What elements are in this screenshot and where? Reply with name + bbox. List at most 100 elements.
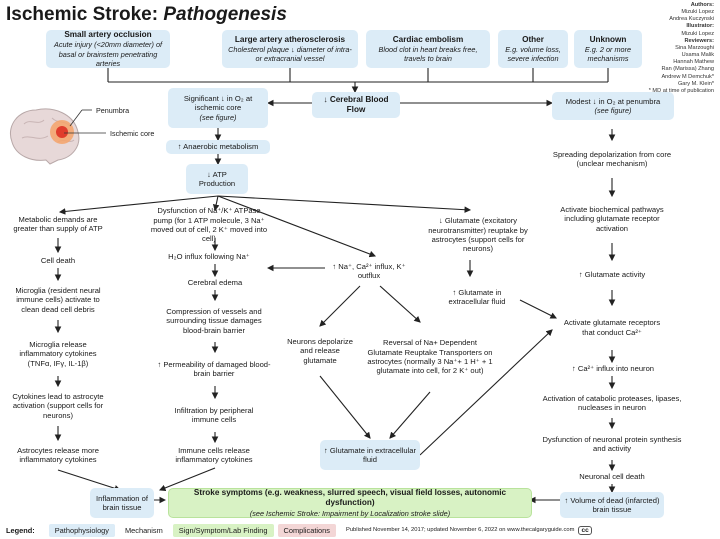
glutamate-receptors: Activate glutamate receptors that conduc… — [556, 305, 668, 350]
authors-block: Authors: Mizuki Lopez Andrea Kuczynski I… — [618, 2, 714, 95]
na-ca-text: ↑ Na⁺, Ca²⁺ influx, K⁺ outflux — [332, 261, 406, 280]
cause-sub: E.g. volume loss, severe infection — [505, 45, 561, 64]
glut-act-text: ↑ Glutamate activity — [578, 270, 646, 280]
glut-rec-text: Activate glutamate receptors that conduc… — [563, 318, 661, 337]
cause-small-artery: Small artery occlusion Acute injury (<20… — [46, 30, 170, 68]
glut-reuptake-text: ↓ Glutamate (excitatory neurotransmitter… — [428, 216, 528, 254]
illustrator-label: Illustrator: — [686, 23, 714, 30]
immune-rel-text: Immune cells release inflammatory cytoki… — [175, 445, 253, 464]
brain-inflammation: Inflammation of brain tissue — [90, 488, 154, 518]
microglia-activate: Microglia (resident neural immune cells)… — [6, 280, 110, 320]
anaerobic-metabolism: ↑ Anaerobic metabolism — [166, 140, 270, 154]
author-name: Andrea Kuczynski — [669, 16, 714, 23]
ca-influx-text: ↑ Ca²⁺ influx into neuron — [571, 364, 655, 374]
legend-pathophysiology: Pathophysiology — [48, 523, 115, 537]
glut-extra-bottom-text: ↑ Glutamate in extracellular fluid — [324, 445, 417, 464]
astro-rel-text: Astrocytes release more inflammatory cyt… — [17, 445, 99, 464]
infiltration-text: Infiltration by peripheral immune cells — [174, 405, 254, 424]
na-ca-influx: ↑ Na⁺, Ca²⁺ influx, K⁺ outflux — [326, 256, 412, 286]
neuronal-death-text: Neuronal cell death — [579, 472, 645, 482]
cause-head: Small artery occlusion — [64, 30, 152, 40]
cell-death: Cell death — [24, 254, 92, 268]
brain-illustration — [10, 108, 80, 165]
cell-death-text: Cell death — [40, 256, 76, 266]
neurons-dep-text: Neurons depolarize and release glutamate — [287, 336, 353, 365]
legend-label: Legend: — [6, 525, 35, 535]
biochemical-pathways: Activate biochemical pathways including … — [550, 196, 674, 242]
license-icon: cc — [578, 525, 592, 535]
cerebral-blood-flow: ↓ Cerebral Blood Flow — [312, 92, 400, 118]
reviewer-name: Hannah Mathew — [673, 59, 714, 66]
modest-o2-see-figure: (see figure) — [594, 106, 632, 116]
cause-unknown: Unknown E.g. 2 or more mechanisms — [574, 30, 642, 68]
cerebral-edema: Cerebral edema — [170, 276, 260, 290]
page-title: Ischemic Stroke: Pathogenesis — [6, 4, 287, 26]
reviewer-name: Sina Marzoughi — [675, 44, 714, 51]
permeability-text: ↑ Permeability of damaged blood-brain ba… — [157, 359, 271, 378]
ischemic-core-label: Ischemic core — [110, 129, 155, 138]
title-main: Ischemic Stroke: — [6, 4, 159, 25]
stroke-symptoms: Stroke symptoms (e.g. weakness, slurred … — [168, 488, 532, 518]
reviewer-name: Andrew M Demchuk* — [661, 73, 714, 80]
water-influx: H₂O influx following Na⁺ — [150, 250, 268, 264]
legend-sign-symptom: Sign/Symptom/Lab Finding — [172, 523, 274, 537]
spreading-depolarization: Spreading depolarization from core (uncl… — [546, 140, 678, 178]
sig-o2-see-figure: (see figure) — [199, 112, 237, 122]
cause-head: Cardiac embolism — [392, 34, 464, 44]
penumbra-label: Penumbra — [96, 106, 130, 115]
transporter-reversal: Reversal of Na+ Dependent Glutamate Reup… — [362, 322, 498, 392]
symptoms-sub: (see Ischemic Stroke: Impairment by Loca… — [249, 508, 451, 518]
dysfunction-text: Dysfunction of neuronal protein synthesi… — [542, 434, 682, 453]
dead-tissue-volume: ↑ Volume of dead (infarcted) brain tissu… — [560, 492, 664, 518]
legend-complications: Complications — [277, 523, 336, 537]
cause-large-artery: Large artery atherosclerosis Cholesterol… — [222, 30, 358, 68]
inflammation-text: Inflammation of brain tissue — [96, 493, 148, 512]
microglia-rel-text: Microglia release inflammatory cytokines… — [19, 339, 97, 368]
reviewer-name: Gary M. Klein* — [677, 80, 714, 87]
atp-production: ↓ ATP Production — [186, 164, 248, 194]
cause-sub: E.g. 2 or more mechanisms — [584, 45, 632, 64]
authors-label: Authors: — [690, 2, 714, 8]
catabolic-text: Activation of catabolic proteases, lipas… — [542, 393, 682, 412]
published-text: Published November 14, 2017; updated Nov… — [345, 527, 575, 533]
edema-text: Cerebral edema — [187, 278, 243, 288]
biochem-text: Activate biochemical pathways including … — [560, 204, 664, 233]
cytokines-astrocytes: Cytokines lead to astrocyte activation (… — [4, 386, 112, 426]
sig-o2-text: Significant ↓ in O₂ at ischemic core — [183, 93, 253, 113]
volume-dead-text: ↑ Volume of dead (infarcted) brain tissu… — [564, 495, 660, 514]
cause-other: Other E.g. volume loss, severe infection — [498, 30, 568, 68]
spreading-text: Spreading depolarization from core (uncl… — [552, 149, 672, 168]
glut-extra-text: ↑ Glutamate in extracellular fluid — [448, 287, 506, 306]
author-name: Mizuki Lopez — [681, 9, 714, 16]
cause-sub: Blood clot in heart breaks free, travels… — [378, 45, 478, 64]
immune-release: Immune cells release inflammatory cytoki… — [152, 442, 276, 468]
na-k-pump-dysfunction: Dysfunction of Na⁺/K⁺ ATPase pump (for 1… — [146, 206, 272, 243]
cytokines-astro-text: Cytokines lead to astrocyte activation (… — [12, 391, 104, 420]
legend-mechanism: Mechanism — [119, 523, 169, 537]
bbb-permeability: ↑ Permeability of damaged blood-brain ba… — [152, 352, 276, 386]
anaerobic-text: ↑ Anaerobic metabolism — [177, 142, 259, 152]
neuronal-cell-death: Neuronal cell death — [560, 470, 664, 484]
ischemic-core-area — [56, 126, 68, 138]
metabolic-demands: Metabolic demands are greater than suppl… — [8, 210, 108, 238]
atp-text: ↓ ATP Production — [198, 169, 236, 188]
illustrator-name: Mizuki Lopez — [681, 30, 714, 37]
cause-head: Unknown — [589, 34, 627, 44]
nak-text: Dysfunction of Na⁺/K⁺ ATPase pump (for 1… — [150, 206, 268, 244]
cause-head: Other — [522, 34, 544, 44]
immune-infiltration: Infiltration by peripheral immune cells — [160, 398, 268, 432]
neurons-depolarize: Neurons depolarize and release glutamate — [282, 326, 358, 376]
reversal-text: Reversal of Na+ Dependent Glutamate Reup… — [367, 338, 493, 376]
protein-dysfunction: Dysfunction of neuronal protein synthesi… — [538, 428, 686, 460]
astrocytes-release: Astrocytes release more inflammatory cyt… — [4, 440, 112, 470]
cbf-text: ↓ Cerebral Blood Flow — [323, 94, 389, 114]
modest-o2-drop: Modest ↓ in O₂ at penumbra (see figure) — [552, 92, 674, 120]
h2o-text: H₂O influx following Na⁺ — [168, 252, 250, 262]
catabolic-activation: Activation of catabolic proteases, lipas… — [532, 388, 692, 418]
cause-sub: Acute injury (<20mm diameter) of basal o… — [53, 40, 163, 68]
reviewer-name: Usama Malik — [681, 52, 714, 59]
glutamate-extracellular: ↑ Glutamate in extracellular fluid — [432, 276, 522, 318]
title-italic: Pathogenesis — [163, 4, 287, 25]
